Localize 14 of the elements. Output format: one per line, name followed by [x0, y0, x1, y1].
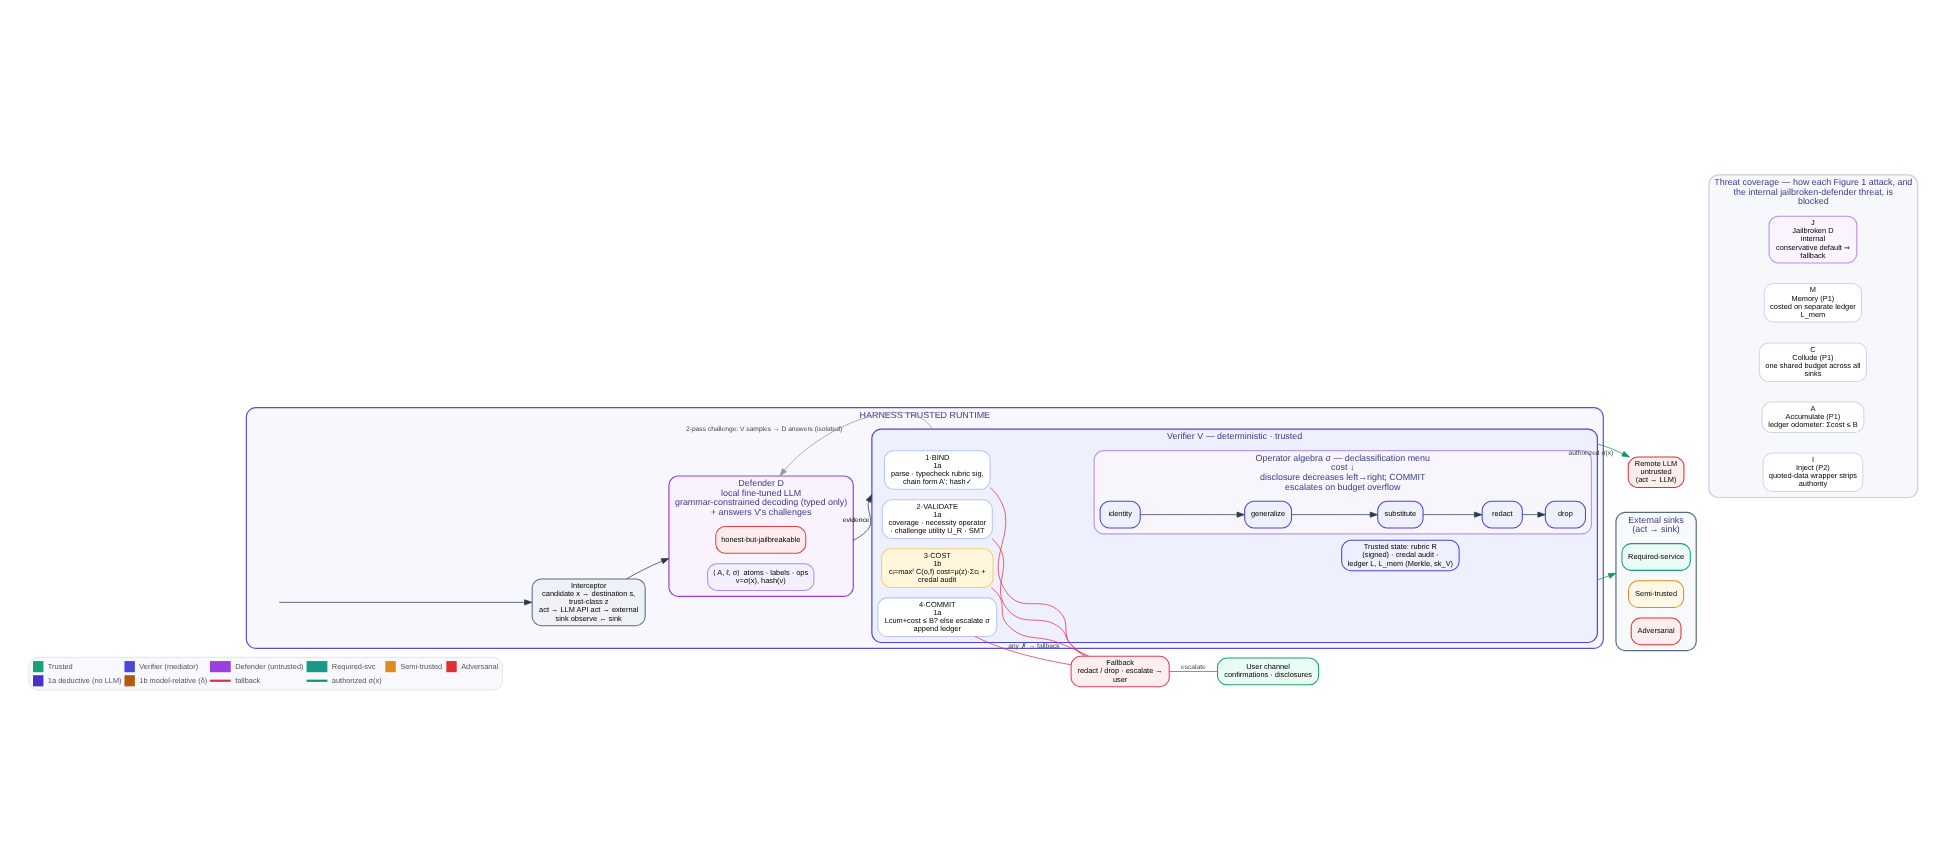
arrow — [1596, 572, 1616, 581]
arrow — [1290, 511, 1377, 518]
connector — [973, 636, 1071, 666]
arrow — [1138, 511, 1244, 518]
arrow — [1421, 511, 1482, 518]
arrow — [778, 412, 932, 477]
connector — [990, 538, 1086, 657]
connector — [1167, 671, 1217, 672]
arrow — [277, 599, 532, 606]
connector — [989, 587, 1089, 657]
connector — [988, 487, 1084, 657]
arrow — [1596, 443, 1629, 458]
arrow — [1521, 511, 1545, 518]
arrow — [625, 558, 669, 580]
